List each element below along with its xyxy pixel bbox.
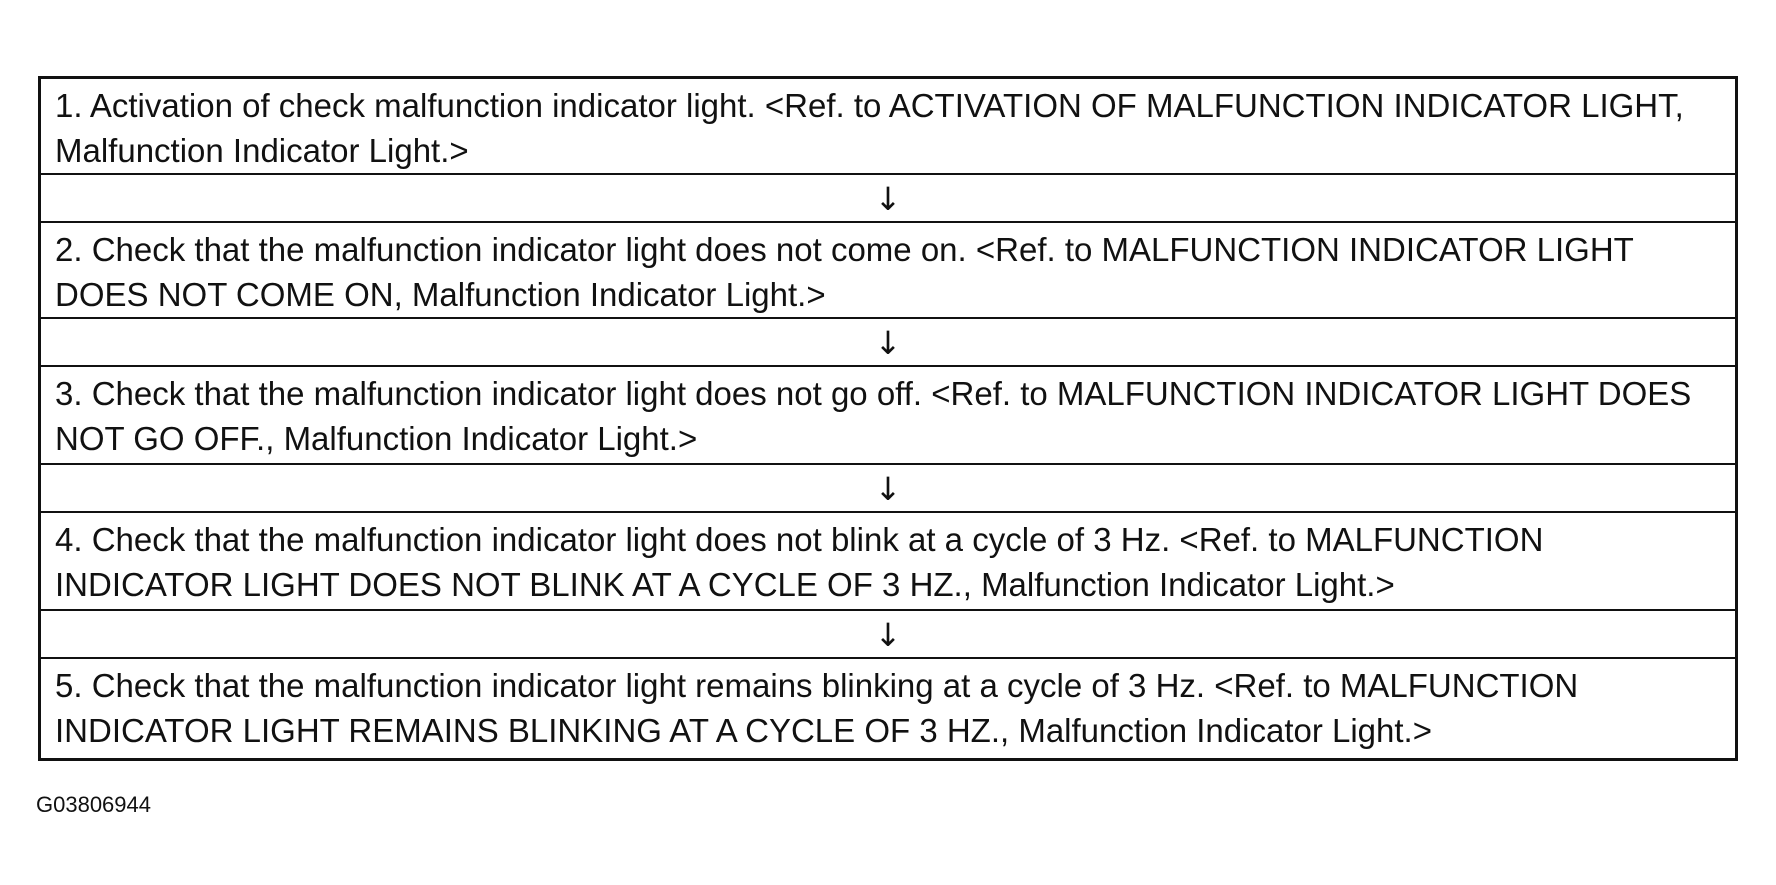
- down-arrow-icon: ↓: [41, 465, 1735, 513]
- step-4: 4. Check that the malfunction indicator …: [41, 513, 1735, 611]
- step-2: 2. Check that the malfunction indicator …: [41, 223, 1735, 319]
- step-1: 1. Activation of check malfunction indic…: [41, 79, 1735, 175]
- step-3: 3. Check that the malfunction indicator …: [41, 367, 1735, 465]
- down-arrow-icon: ↓: [41, 175, 1735, 223]
- figure-code: G03806944: [36, 792, 151, 817]
- flowchart-table: 1. Activation of check malfunction indic…: [38, 76, 1738, 761]
- down-arrow-icon: ↓: [41, 611, 1735, 659]
- step-5: 5. Check that the malfunction indicator …: [55, 667, 1579, 749]
- down-arrow-icon: ↓: [41, 319, 1735, 367]
